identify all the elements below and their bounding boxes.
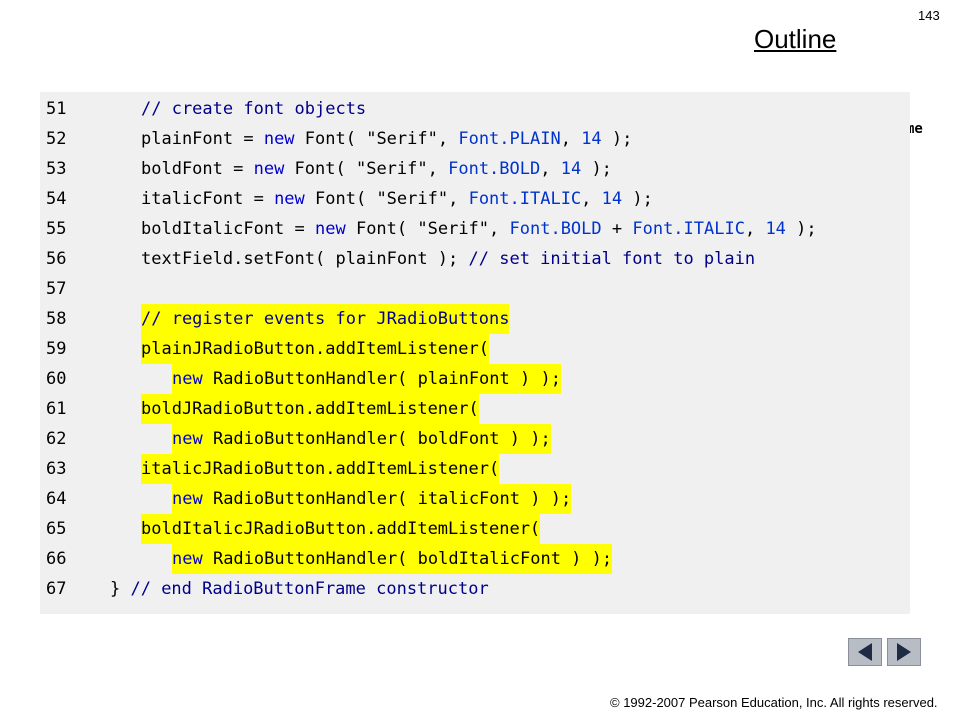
line-number: 67	[46, 579, 67, 599]
code-text: boldFont = new Font( "Serif", Font.BOLD,…	[141, 154, 612, 184]
triangle-left-icon	[858, 643, 872, 661]
code-token: boldItalicJRadioButton.addItemListener(	[141, 519, 541, 539]
code-token: italicJRadioButton.addItemListener(	[141, 459, 500, 479]
code-token: Font.PLAIN	[458, 129, 561, 149]
code-text: new RadioButtonHandler( plainFont ) );	[172, 364, 561, 394]
code-token: boldItalicFont =	[141, 219, 315, 239]
code-text: // create font objects	[141, 94, 366, 124]
code-token: Font(	[284, 159, 356, 179]
line-number: 65	[46, 519, 67, 539]
code-text: italicJRadioButton.addItemListener(	[141, 454, 500, 484]
code-token: "Serif"	[355, 159, 428, 179]
code-token: RadioButtonHandler( plainFont ) );	[202, 369, 561, 389]
code-token: Font(	[304, 189, 377, 209]
code-token: // end RadioButtonFrame constructor	[130, 579, 489, 599]
code-token: +	[601, 219, 633, 239]
code-token: RadioButtonHandler( boldItalicFont ) );	[202, 549, 613, 569]
code-token: 14	[601, 189, 623, 209]
line-number: 62	[46, 429, 67, 449]
code-token: 14	[765, 219, 786, 239]
line-number: 56	[46, 249, 67, 269]
code-token: 14	[581, 129, 602, 149]
code-text: boldItalicFont = new Font( "Serif", Font…	[141, 214, 817, 244]
code-token: "Serif"	[376, 189, 449, 209]
code-text: // register events for JRadioButtons	[141, 304, 510, 334]
line-number: 59	[46, 339, 67, 359]
code-token: boldJRadioButton.addItemListener(	[141, 399, 479, 419]
code-token: new	[263, 129, 295, 149]
code-token: ,	[581, 189, 602, 209]
code-token: // register events for JRadioButtons	[141, 309, 510, 329]
code-token: 14	[560, 159, 582, 179]
code-token: ,	[489, 219, 510, 239]
line-number: 64	[46, 489, 67, 509]
line-number: 52	[46, 129, 67, 149]
line-number: 53	[46, 159, 67, 179]
code-text: new RadioButtonHandler( boldItalicFont )…	[172, 544, 613, 574]
code-text: plainJRadioButton.addItemListener(	[141, 334, 489, 364]
code-text: boldJRadioButton.addItemListener(	[141, 394, 479, 424]
code-token: ,	[744, 219, 766, 239]
copyright-notice: © 1992-2007 Pearson Education, Inc. All …	[610, 695, 938, 710]
code-text: new RadioButtonHandler( italicFont ) );	[172, 484, 572, 514]
code-token: // create font objects	[141, 99, 367, 119]
code-token: ,	[560, 129, 582, 149]
line-number: 58	[46, 309, 67, 329]
code-text: } // end RadioButtonFrame constructor	[110, 574, 489, 604]
code-token: );	[601, 129, 633, 149]
code-token: }	[110, 579, 131, 599]
code-token: new	[172, 429, 203, 449]
code-text: plainFont = new Font( "Serif", Font.PLAI…	[141, 124, 632, 154]
line-number: 55	[46, 219, 67, 239]
page-number: 143	[918, 8, 940, 23]
code-token: "Serif"	[417, 219, 490, 239]
code-token: new	[253, 159, 285, 179]
code-token: ,	[540, 159, 561, 179]
code-token: new	[172, 489, 203, 509]
code-token: Font.BOLD	[509, 219, 602, 239]
code-token: );	[581, 159, 612, 179]
code-token: new	[274, 189, 305, 209]
code-token: ,	[437, 129, 459, 149]
code-token: ,	[427, 159, 449, 179]
line-number: 63	[46, 459, 67, 479]
code-token: Font.ITALIC	[468, 189, 582, 209]
next-slide-button[interactable]	[887, 638, 921, 666]
code-token: Font(	[345, 219, 418, 239]
code-token: Font(	[294, 129, 367, 149]
code-text: textField.setFont( plainFont ); // set i…	[141, 244, 755, 274]
code-token: );	[622, 189, 653, 209]
side-label: me	[906, 121, 923, 137]
code-token: italicFont =	[141, 189, 275, 209]
code-token: plainJRadioButton.addItemListener(	[141, 339, 489, 359]
line-number: 60	[46, 369, 67, 389]
code-text: italicFont = new Font( "Serif", Font.ITA…	[141, 184, 653, 214]
code-token: "Serif"	[366, 129, 438, 149]
code-token: new	[172, 369, 203, 389]
code-token: boldFont =	[141, 159, 254, 179]
code-token: textField.setFont( plainFont );	[141, 249, 469, 269]
prev-slide-button[interactable]	[848, 638, 882, 666]
code-panel: 51 // create font objects 52 plainFont = ne…	[40, 92, 910, 614]
code-token: new	[315, 219, 346, 239]
code-token: RadioButtonHandler( boldFont ) );	[202, 429, 551, 449]
code-token: plainFont =	[141, 129, 264, 149]
line-number: 66	[46, 549, 67, 569]
code-text: boldItalicJRadioButton.addItemListener(	[141, 514, 541, 544]
code-token: Font.BOLD	[448, 159, 541, 179]
code-token: RadioButtonHandler( italicFont ) );	[202, 489, 572, 509]
code-token: new	[172, 549, 203, 569]
line-number: 54	[46, 189, 67, 209]
line-number: 57	[46, 279, 67, 299]
code-token: ,	[448, 189, 469, 209]
code-token: // set initial font to plain	[468, 249, 756, 269]
code-token: );	[785, 219, 817, 239]
line-number: 51	[46, 99, 67, 119]
code-token: Font.ITALIC	[632, 219, 745, 239]
outline-link[interactable]: Outline	[754, 24, 837, 54]
triangle-right-icon	[897, 643, 911, 661]
line-number: 61	[46, 399, 67, 419]
code-text: new RadioButtonHandler( boldFont ) );	[172, 424, 551, 454]
